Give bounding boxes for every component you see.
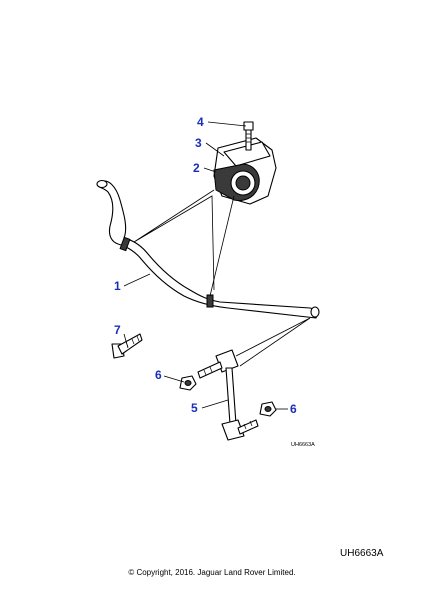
bracket-bolt [243,121,254,151]
bolt [111,333,143,359]
callout-3: 3 [195,136,202,150]
callout-6-upper: 6 [155,368,162,382]
stabilizer-bar [96,179,320,319]
callout-5: 5 [191,401,198,415]
callout-1: 1 [114,279,121,293]
callout-6-lower: 6 [290,402,297,416]
copyright-notice: © Copyright, 2016. Jaguar Land Rover Lim… [128,568,296,577]
nut-upper [179,375,197,391]
nut-lower [259,401,277,417]
drop-link [197,349,259,441]
callout-7: 7 [114,323,121,337]
callout-4: 4 [197,115,204,129]
callout-2: 2 [193,161,200,175]
drawing-code: UH6663A [291,442,315,448]
leader-lines [123,121,311,410]
reference-code: UH6663A [340,548,384,559]
bushing [213,163,260,201]
